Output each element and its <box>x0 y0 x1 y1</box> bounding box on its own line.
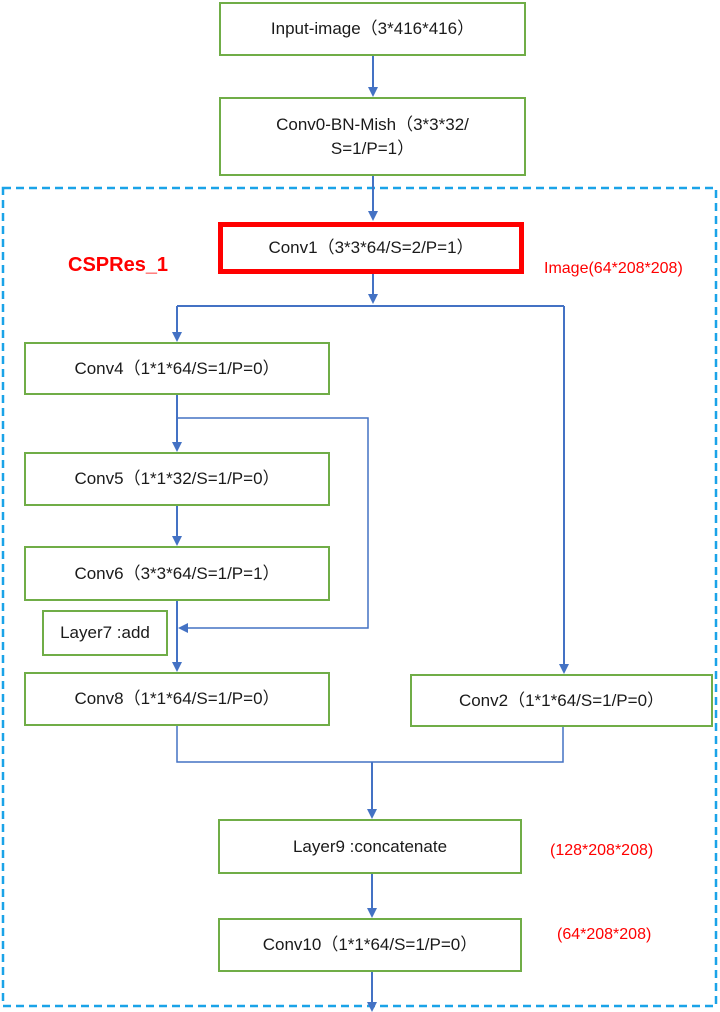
node-conv10: Conv10（1*1*64/S=1/P=0） <box>218 918 522 972</box>
node-conv6: Conv6（3*3*64/S=1/P=1） <box>24 546 330 601</box>
node-layer7-add: Layer7 :add <box>42 610 168 656</box>
concat-shape-note: (128*208*208) <box>550 842 654 859</box>
node-conv0: Conv0-BN-Mish（3*3*32/ S=1/P=1） <box>219 97 526 176</box>
node-conv4: Conv4（1*1*64/S=1/P=0） <box>24 342 330 395</box>
residual-shortcut <box>177 417 369 633</box>
cspres-module-boundary <box>1 186 718 1008</box>
node-input-image: Input-image（3*416*416） <box>219 2 526 56</box>
node-conv8: Conv8（1*1*64/S=1/P=0） <box>24 672 330 726</box>
node-conv5: Conv5（1*1*32/S=1/P=0） <box>24 452 330 506</box>
node-layer9-concatenate: Layer9 :concatenate <box>218 819 522 874</box>
merge-bar <box>176 726 564 763</box>
module-label-cspres1: CSPRes_1 <box>68 254 169 276</box>
conv10-shape-note: (64*208*208) <box>557 926 652 943</box>
node-conv1: Conv1（3*3*64/S=2/P=1） <box>218 222 524 274</box>
node-conv2: Conv2（1*1*64/S=1/P=0） <box>410 674 713 727</box>
image-shape-note: Image(64*208*208) <box>544 260 683 277</box>
connectors <box>172 56 569 1012</box>
